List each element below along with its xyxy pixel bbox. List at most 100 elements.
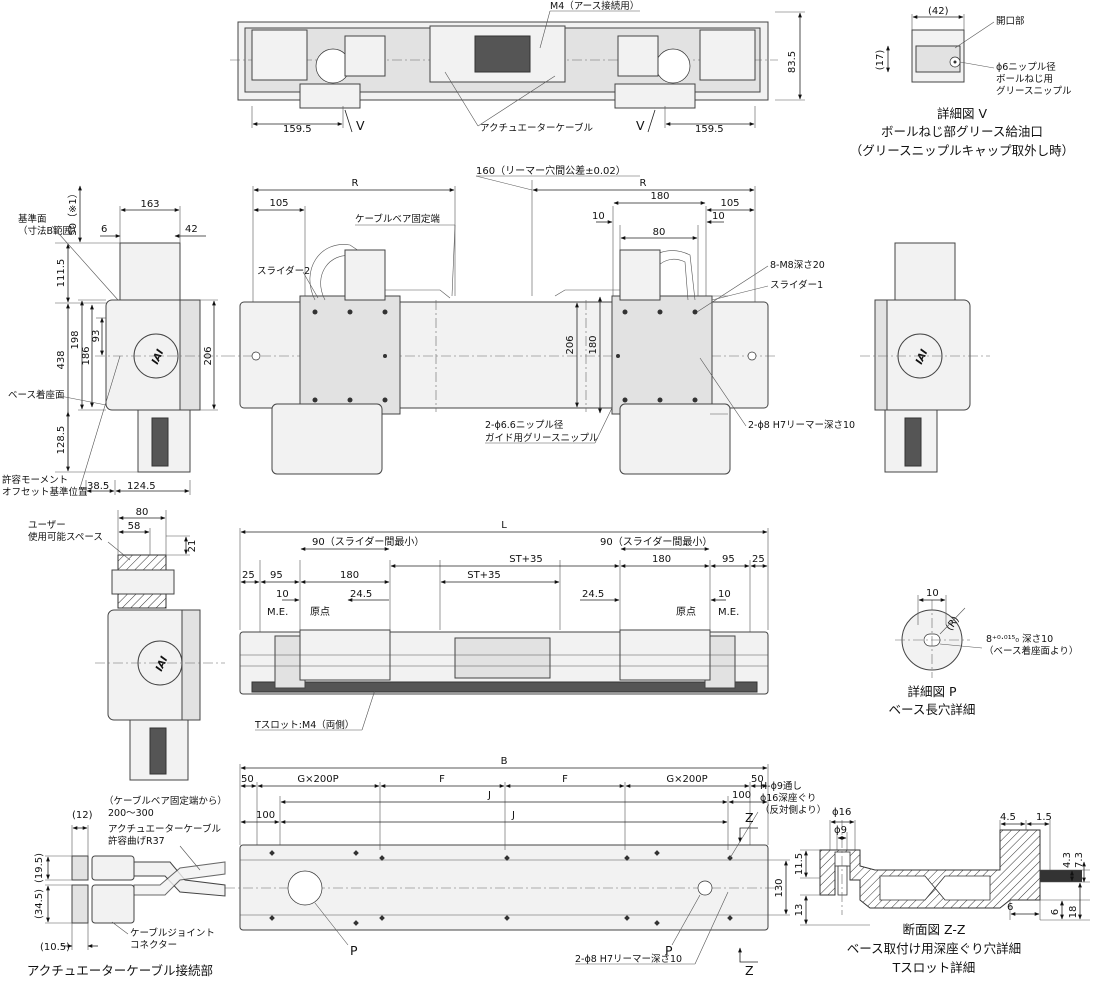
dim-80-plan: 80 <box>653 227 666 238</box>
dim-10-5-connector: (10.5) <box>40 942 70 953</box>
label-nipple-3: グリースニップル <box>996 85 1072 97</box>
detail-p: 10 (R) 8⁺⁰·⁰¹⁵₀ 深さ10 （ベース着座面より） 詳細図 P ベー… <box>889 588 1079 717</box>
dim-50-bottom-left: 50 <box>241 774 254 785</box>
caption-section-zz: 断面図 Z-Z <box>903 922 966 937</box>
detail-p-circle-right <box>697 880 713 896</box>
top-view: 159.5 159.5 83.5 M4（アース接続用） アクチュエーターケーブル… <box>230 0 805 135</box>
section-zz: ϕ16 ϕ9 11.5 13 4.5 1.5 4.3 7.3 6 6 18 断面… <box>794 807 1090 975</box>
label-reference-range: （寸法B範囲） <box>18 225 82 237</box>
dim-1-5-section: 1.5 <box>1036 812 1052 823</box>
dim-180-left: 180 <box>340 570 359 581</box>
dim-6-left: 6 <box>101 224 107 235</box>
label-origin-right: 原点 <box>676 606 696 618</box>
dim-95-left: 95 <box>270 570 283 581</box>
label-h-hole-2: ϕ16深座ぐり <box>760 792 816 804</box>
dim-B: B <box>501 756 508 767</box>
user-space-upper <box>117 554 167 572</box>
marker-p-right: P <box>665 943 673 958</box>
dim-24-5-left: 24.5 <box>350 589 372 600</box>
dim-12-connector: (12) <box>72 810 93 821</box>
dim-13-section: 13 <box>794 904 805 917</box>
dim-83-5: 83.5 <box>787 51 798 73</box>
label-hole-depth-note: （ベース着座面より） <box>984 645 1078 657</box>
dim-90-left: 90（スライダー間最小） <box>312 535 424 548</box>
dim-r-right: R <box>640 178 647 189</box>
dim-g-left: G×200P <box>297 774 338 785</box>
label-joint-2: コネクター <box>130 940 177 951</box>
dim-9-section: ϕ9 <box>834 825 847 836</box>
dim-50-bottom-right: 50 <box>751 774 764 785</box>
label-tslot: Tスロット:M4（両側） <box>254 719 354 731</box>
dim-206-left: 206 <box>203 346 214 365</box>
label-bend-1: アクチュエーターケーブル <box>108 823 221 835</box>
side-view-right: IAI <box>860 242 990 473</box>
dim-124-5: 124.5 <box>127 481 156 492</box>
dim-130: 130 <box>774 878 785 897</box>
label-me-right: M.E. <box>718 607 739 618</box>
nipple-cap-right <box>655 48 691 84</box>
dim-105-left: 105 <box>269 198 288 209</box>
dim-438: 438 <box>56 350 67 369</box>
dim-206-plan: 206 <box>565 335 576 354</box>
marker-z-top: Z <box>745 810 754 825</box>
label-bend-2: 許容曲げR37 <box>108 835 165 847</box>
label-moment-2: オフセット基準位置 <box>2 486 88 498</box>
dim-10-front-left: 10 <box>276 589 289 600</box>
dim-7-3-section: 7.3 <box>1074 852 1085 868</box>
marker-v-right: V <box>636 118 645 133</box>
marker-z-bottom: Z <box>745 963 754 978</box>
dim-r-left: R <box>352 178 359 189</box>
detail-v: (42) (17) 開口部 ϕ6ニップル径 ボールねじ用 グリースニップル 詳細… <box>850 6 1074 158</box>
label-actuator-cable-top: アクチュエーターケーブル <box>480 122 593 134</box>
caption-section-zz-2: ベース取付け用深座ぐり穴詳細 <box>847 941 1021 956</box>
label-cable-bear-fixed: ケーブルベア固定端 <box>355 213 440 225</box>
label-h-hole-3: （反対側より） <box>760 804 826 816</box>
dim-160-reamer: 160（リーマー穴間公差±0.02） <box>476 164 626 177</box>
dim-j-mid: J <box>511 810 515 821</box>
slider-1-plate <box>611 295 713 415</box>
dim-58-user: 58 <box>128 521 141 532</box>
dim-180-plan: 180 <box>650 191 669 202</box>
dim-80-user: 80 <box>136 507 149 518</box>
dim-6a-section: 6 <box>1007 902 1013 913</box>
dim-24-5-right: 24.5 <box>582 589 604 600</box>
label-m8: 8-M8深さ20 <box>770 260 825 271</box>
label-reference-plane: 基準面 <box>18 213 47 225</box>
dim-10-detail-p: 10 <box>926 588 939 599</box>
dim-g-right: G×200P <box>666 774 707 785</box>
label-range-1: （ケーブルベア固定端から） <box>104 795 227 807</box>
cable-connector: (12) (19.5) (34.5) (10.5) （ケーブルベア固定端から） … <box>27 795 227 978</box>
side-view-left: IAI 50（※1） 163 6 42 111.5 438 <box>2 185 225 498</box>
user-space-view: IAI 80 58 21 ユーザー 使用可能スペース <box>28 507 225 781</box>
front-view: L 90（スライダー間最小） 90（スライダー間最小） ST+35 ST+35 … <box>239 520 769 731</box>
dim-4-3-section: 4.3 <box>1062 852 1073 868</box>
dim-f-right: F <box>562 774 568 785</box>
dim-159-right: 159.5 <box>695 124 724 135</box>
dim-j-top: J <box>487 790 491 801</box>
dim-93: 93 <box>91 330 102 343</box>
label-nipple-guide-1: 2-ϕ6.6ニップル径 <box>485 419 564 431</box>
dim-st-top: ST+35 <box>509 554 543 565</box>
caption-detail-v-3: （グリースニップルキャップ取外し時） <box>850 143 1074 158</box>
dim-10-front-right: 10 <box>718 589 731 600</box>
dim-198: 198 <box>70 330 81 349</box>
dim-90-right: 90（スライダー間最小） <box>600 535 712 548</box>
dim-186: 186 <box>81 346 92 365</box>
dim-11-5-section: 11.5 <box>794 853 805 875</box>
dim-4-5-section: 4.5 <box>1000 812 1016 823</box>
dim-16-section: ϕ16 <box>832 807 851 818</box>
caption-detail-p: 詳細図 P <box>907 684 956 699</box>
caption-detail-v-2: ボールねじ部グリース給油口 <box>881 124 1043 139</box>
label-nipple-guide-2: ガイド用グリースニップル <box>485 432 599 444</box>
dim-21-user: 21 <box>187 540 198 553</box>
dim-100-right: 100 <box>732 790 751 801</box>
label-nipple-1: ϕ6ニップル径 <box>996 61 1056 73</box>
label-base-seat: ベース着座面 <box>8 389 65 401</box>
dim-159-left: 159.5 <box>283 124 312 135</box>
dim-42-detail: (42) <box>928 6 949 17</box>
dim-163: 163 <box>140 199 159 210</box>
label-m4-earth: M4（アース接続用） <box>550 0 639 12</box>
label-reamer-plan: 2-ϕ8 H7リーマー深さ10 <box>748 420 855 431</box>
dim-34-5-connector: (34.5) <box>34 889 45 919</box>
